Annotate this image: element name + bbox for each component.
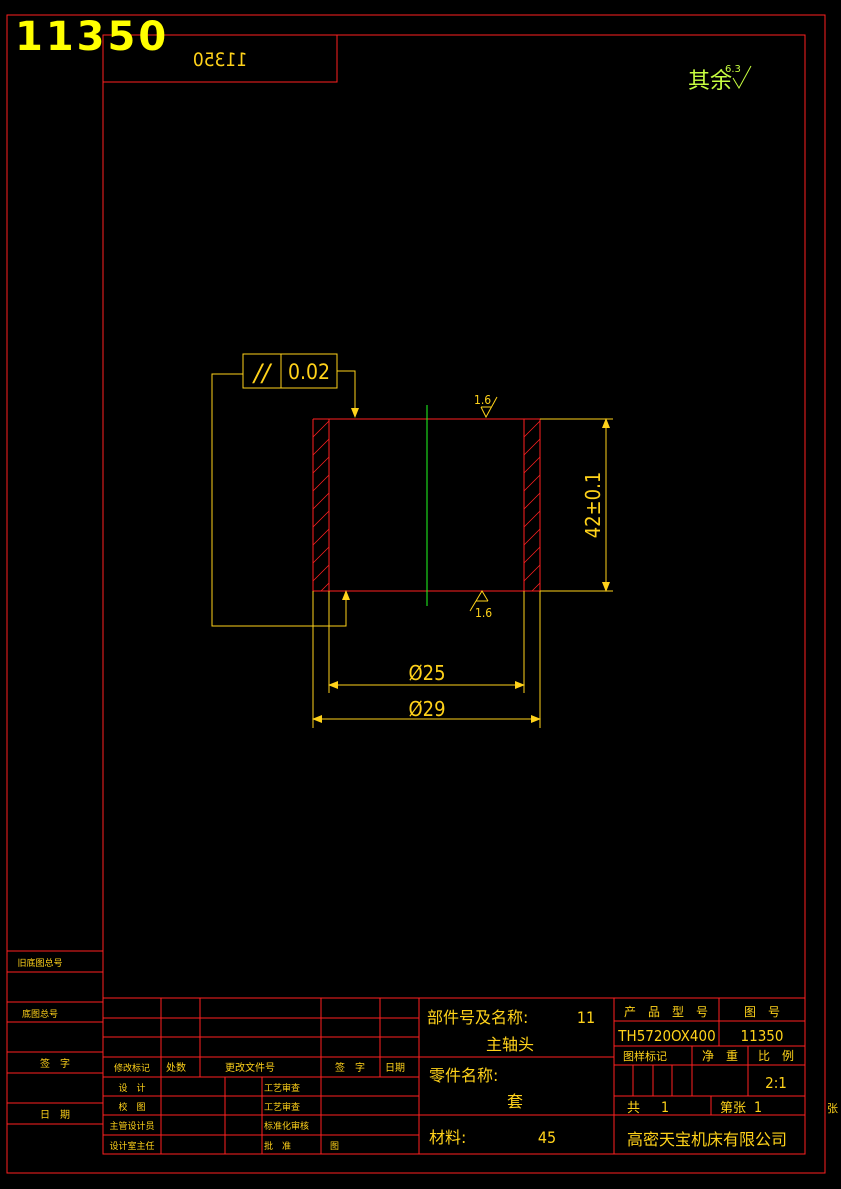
part-no: 11: [577, 1008, 595, 1027]
role-office-head: 设计室主任: [109, 1140, 154, 1152]
side-date: 日 期: [40, 1109, 70, 1121]
surface-mark-bottom: 1.6: [469, 590, 492, 620]
product-model: TH5720OX400: [617, 1027, 715, 1045]
scale-label: 比 例: [758, 1049, 794, 1063]
side-old-drawing-no: 旧底图总号: [17, 957, 62, 969]
role-design: 设 计: [118, 1082, 145, 1094]
weight-label: 净 重: [702, 1049, 738, 1063]
hatch-line: [523, 420, 541, 438]
hatch-line: [523, 474, 541, 492]
hatch-line: [312, 420, 330, 438]
roughness-other-value: 6.3: [725, 64, 741, 75]
hatch-line: [312, 528, 330, 546]
side-table: [7, 950, 103, 1125]
inner-border: [102, 34, 806, 1155]
drawing-number-large: 11350: [15, 14, 169, 60]
rev-doc: 更改文件号: [225, 1061, 275, 1074]
part-section: [312, 405, 541, 728]
roughness-other-label: 其余: [688, 69, 732, 94]
hatch-line: [312, 438, 330, 456]
company-name: 高密天宝机床有限公司: [627, 1130, 787, 1149]
hatch-line: [523, 492, 541, 510]
material-label: 材料:: [429, 1128, 466, 1147]
roughness-symbol-icon: [732, 65, 752, 90]
product-model-label: 产 品 型 号: [624, 1005, 708, 1019]
edge-mark: 张: [827, 1102, 838, 1115]
title-block: [419, 998, 805, 1154]
role-approve: 批 准: [264, 1140, 291, 1152]
part-label: 部件号及名称:: [427, 1008, 528, 1027]
hatch-line: [312, 510, 330, 528]
rev-count: 处数: [166, 1061, 186, 1074]
rev-mark: 修改标记: [114, 1062, 150, 1074]
page-mark: 图: [330, 1141, 339, 1152]
mirrored-stamp: 11350: [193, 49, 247, 71]
hatch-line: [312, 564, 330, 582]
dim-inner-text: Ø25: [408, 661, 445, 685]
hatch-line: [523, 528, 541, 546]
revision-table: [103, 997, 805, 1154]
tolerance-value: 0.02: [288, 360, 330, 384]
dim-inner: Ø25: [328, 661, 525, 689]
side-signature: 签 字: [40, 1057, 70, 1070]
hatch-line: [523, 438, 541, 456]
hatch-line: [531, 582, 541, 592]
role-check: 校 图: [118, 1101, 145, 1113]
surface-bottom-value: 1.6: [475, 606, 492, 620]
material-value: 45: [538, 1128, 556, 1147]
stamp-box: [103, 35, 338, 83]
hatch-line: [312, 456, 330, 474]
drawing-no-label: 图 号: [744, 1005, 780, 1019]
hatch-line: [312, 474, 330, 492]
part-name: 主轴头: [486, 1035, 534, 1054]
drawing-no: 11350: [741, 1027, 784, 1045]
dim-height: 42±0.1: [540, 418, 613, 592]
dim-outer: Ø29: [312, 697, 541, 723]
scale-value: 2:1: [765, 1074, 787, 1092]
rev-sign: 签 字: [335, 1061, 365, 1074]
hatch-line: [320, 582, 330, 592]
hatch-line: [312, 492, 330, 510]
hatch-line: [523, 546, 541, 564]
total-label: 共: [627, 1101, 640, 1116]
tolerance-frame: // 0.02: [211, 353, 359, 627]
outer-border: [6, 14, 826, 1174]
sample-mark-label: 图样标记: [623, 1049, 667, 1063]
rev-date: 日期: [385, 1062, 405, 1074]
surface-top-value: 1.6: [474, 393, 491, 407]
hatch-line: [523, 456, 541, 474]
surface-mark-top: 1.6: [474, 393, 498, 419]
hatch-left: [312, 420, 330, 592]
dim-outer-text: Ø29: [408, 697, 445, 721]
sheet-value: 1: [754, 1100, 762, 1116]
component-name: 套: [507, 1092, 523, 1111]
component-label: 零件名称:: [429, 1066, 498, 1085]
role-process-review-2: 工艺审查: [264, 1101, 300, 1113]
total-value: 1: [661, 1100, 669, 1116]
hatch-right: [523, 420, 541, 592]
hatch-line: [523, 564, 541, 582]
side-base-drawing-no: 底图总号: [22, 1008, 58, 1020]
parallelism-symbol: //: [252, 359, 273, 387]
hatch-line: [523, 510, 541, 528]
hatch-line: [312, 546, 330, 564]
role-process-review-1: 工艺审查: [264, 1082, 300, 1094]
dim-height-text: 42±0.1: [581, 472, 605, 539]
role-chief-designer: 主管设计员: [109, 1120, 154, 1132]
sheet-label: 第张: [720, 1101, 746, 1116]
role-standardization: 标准化审核: [264, 1120, 309, 1132]
